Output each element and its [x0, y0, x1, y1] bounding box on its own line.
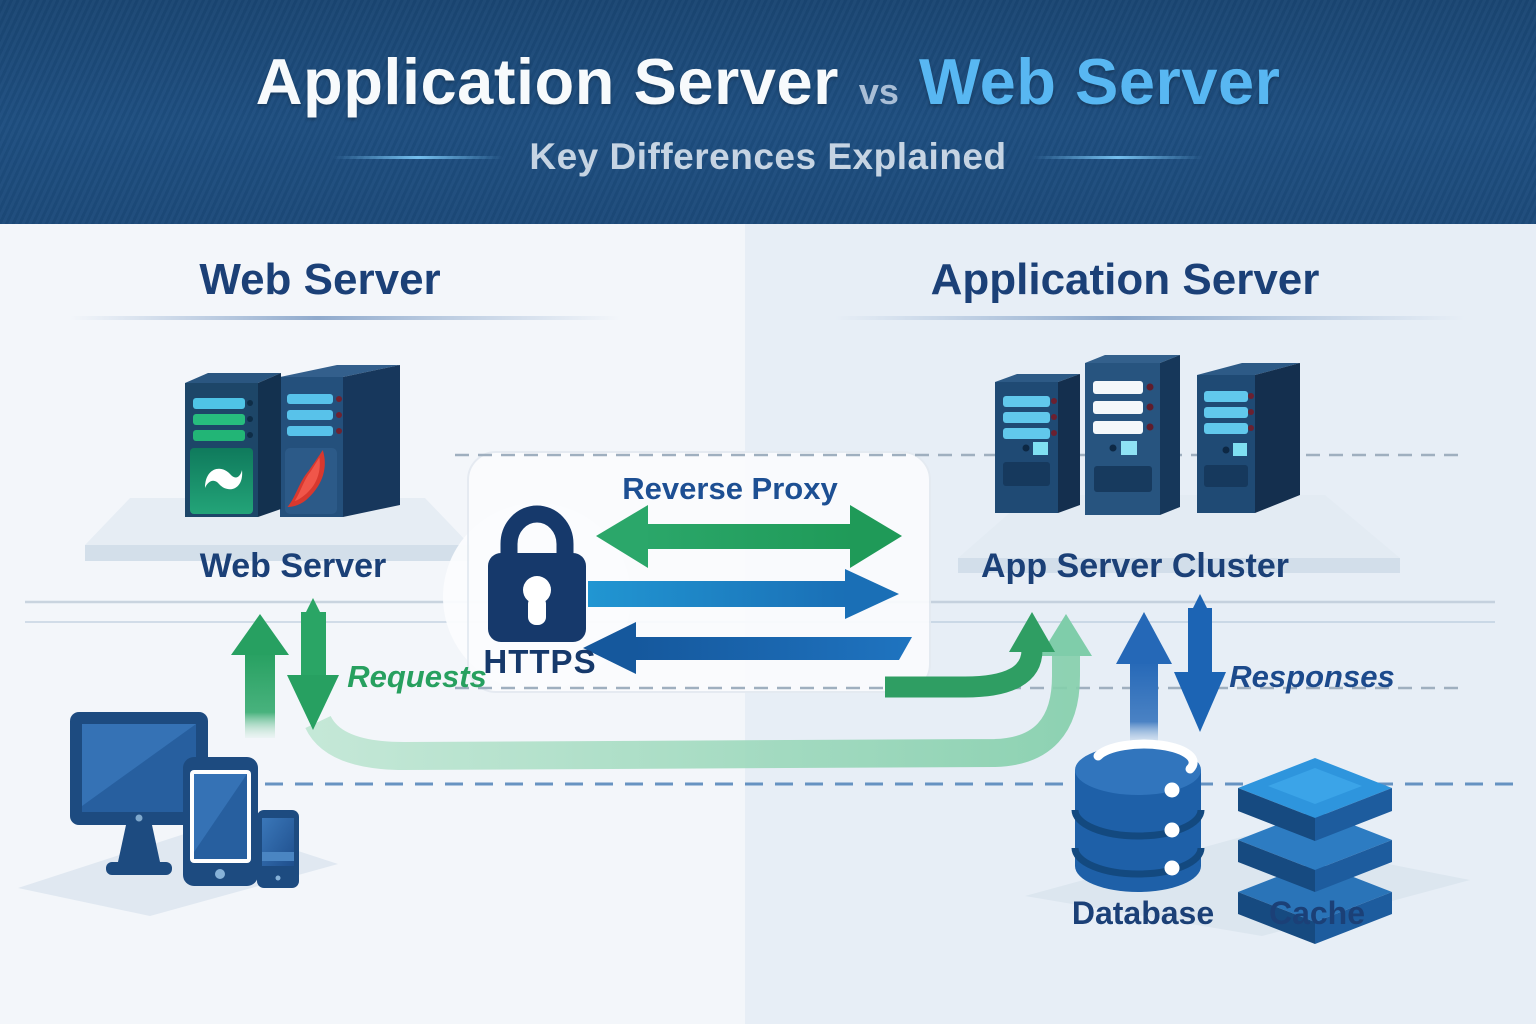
- https-request-right-arrow: [588, 569, 899, 619]
- apache-tower: [280, 365, 400, 517]
- phone-icon: [257, 810, 299, 888]
- requests-curve-arrow: [885, 612, 1055, 698]
- subtitle-text: Key Differences Explained: [529, 136, 1007, 177]
- cache-stack-icon: [1238, 758, 1392, 944]
- title-vs: vs: [858, 71, 899, 112]
- requests-label: Requests: [347, 659, 487, 694]
- client-devices-icon: [18, 712, 338, 916]
- title-left-part: Application Server: [255, 45, 839, 118]
- apache-feather-glyph: [287, 450, 325, 508]
- cache-label: Cache: [1268, 895, 1366, 931]
- https-lock-icon: [488, 505, 586, 642]
- client-requests-up-arrow: [231, 614, 289, 738]
- subtitle-right-line: [1032, 155, 1203, 159]
- https-label: HTTPS: [483, 643, 597, 680]
- db-response-down-arrow: [1174, 594, 1226, 732]
- main-title: Application Server vs Web Server: [0, 44, 1536, 119]
- left-column-title: Web Server: [199, 255, 441, 304]
- diagram-artwork: [0, 224, 1536, 1024]
- responses-label: Responses: [1229, 659, 1395, 694]
- right-title-underline: [835, 316, 1465, 320]
- left-title-underline: [70, 316, 620, 320]
- title-right-part: Web Server: [918, 45, 1281, 118]
- app-server-platform: [958, 495, 1400, 573]
- reverse-proxy-double-arrow: [596, 505, 902, 568]
- database-label: Database: [1071, 895, 1215, 931]
- web-server-label: Web Server: [199, 547, 387, 585]
- db-query-up-arrow: [1116, 612, 1172, 748]
- app-server-cluster-label: App Server Cluster: [981, 547, 1289, 585]
- nginx-tower: [185, 373, 281, 517]
- reverse-proxy-label: Reverse Proxy: [622, 471, 838, 506]
- tablet-icon: [183, 757, 258, 886]
- requests-flow-band: [305, 614, 1092, 771]
- cluster-tower-3: [1197, 363, 1300, 513]
- subtitle-left-line: [333, 155, 504, 159]
- nginx-swirl-glyph: [205, 468, 243, 490]
- cluster-tower-2: [1085, 355, 1180, 515]
- web-server-towers-icon: [185, 365, 400, 517]
- database-cylinder-icon: [1071, 739, 1205, 892]
- client-responses-down-arrow: [287, 598, 339, 730]
- subtitle-row: Key Differences Explained: [0, 136, 1536, 178]
- https-response-left-arrow: [583, 622, 912, 674]
- desktop-monitor-icon: [70, 712, 208, 875]
- right-column-title: Application Server: [930, 255, 1320, 304]
- app-server-cluster-icon: [995, 355, 1300, 515]
- cluster-tower-1: [995, 374, 1080, 513]
- storage-group: [1025, 739, 1470, 944]
- header-banner: Application Server vs Web Server Key Dif…: [0, 0, 1536, 225]
